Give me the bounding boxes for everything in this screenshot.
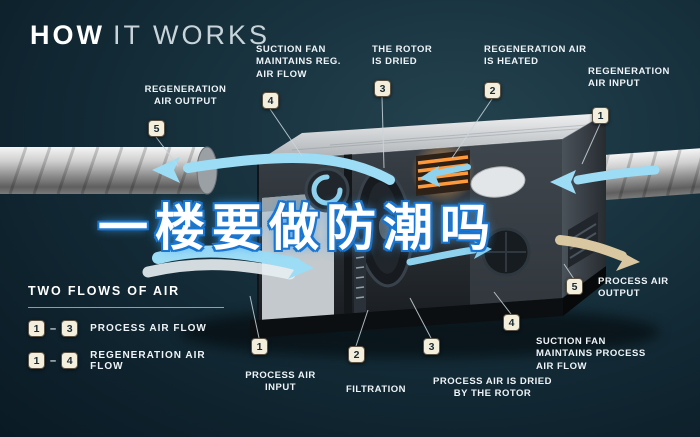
process-input-arrow-back	[142, 259, 296, 280]
title-bold: HOW	[30, 20, 105, 50]
machine-interior	[262, 139, 562, 320]
callout-badge-2-bottom: 2	[348, 346, 365, 363]
callout-badge-3-bottom: 3	[423, 338, 440, 355]
overlay-caption: 一楼要做防潮吗	[98, 200, 497, 256]
callout-badge-4-top: 4	[262, 92, 279, 109]
callout-label-process-air-output: PROCESS AIR OUTPUT	[598, 276, 669, 300]
callout-badge-5-bottom: 5	[566, 278, 583, 295]
legend-divider	[28, 307, 224, 308]
legend-badge-start-1: 1	[28, 320, 45, 337]
callout-label-regeneration-air-heated: REGENERATION AIR IS HEATED	[484, 44, 587, 68]
rotor-to-fan-arrow	[406, 246, 478, 266]
callout-badge-2-top: 2	[484, 82, 501, 99]
process-input-arrow	[152, 245, 302, 270]
legend-row-process-air-flow: 1 – 3 PROCESS AIR FLOW	[28, 320, 233, 337]
legend-label-regeneration-air-flow: REGENERATION AIR FLOW	[90, 349, 206, 372]
legend-title: TWO FLOWS OF AIR	[28, 284, 180, 298]
regeneration-input-arrow	[573, 165, 660, 185]
callout-badge-4-bottom: 4	[503, 314, 520, 331]
callout-label-suction-fan-reg: SUCTION FAN MAINTAINS REG. AIR FLOW	[256, 44, 341, 80]
leader-lines	[155, 96, 601, 347]
legend-dash: –	[50, 354, 57, 367]
callout-badge-1-top: 1	[592, 107, 609, 124]
legend-badge-end-3: 3	[61, 320, 79, 337]
callout-label-regeneration-air-input: REGENERATION AIR INPUT	[588, 66, 670, 90]
heater	[411, 140, 475, 204]
legend-label-process-air-flow: PROCESS AIR FLOW	[90, 323, 207, 334]
callout-label-regeneration-air-output: REGENERATION AIR OUTPUT	[144, 84, 227, 108]
title-regular: IT WORKS	[112, 20, 270, 50]
callout-label-suction-fan-process: SUCTION FAN MAINTAINS PROCESS AIR FLOW	[536, 336, 646, 372]
legend: TWO FLOWS OF AIR 1 – 3 PROCESS AIR FLOW …	[28, 284, 233, 384]
callout-badge-5-top: 5	[148, 120, 165, 137]
callout-label-rotor-dried: THE ROTOR IS DRIED	[372, 44, 433, 68]
legend-badge-end-4: 4	[61, 352, 79, 369]
callout-badge-3-top: 3	[374, 80, 391, 97]
desiccant-rotor	[355, 168, 413, 288]
legend-badge-start-1: 1	[28, 352, 45, 369]
callout-label-filtration: FILTRATION	[345, 384, 407, 395]
airflow-arrows	[142, 153, 660, 280]
legend-dash: –	[50, 322, 57, 335]
fan-housing	[470, 166, 526, 198]
regeneration-output-arrow	[183, 153, 395, 185]
callout-label-process-air-dried: PROCESS AIR IS DRIED BY THE ROTOR	[433, 376, 552, 400]
legend-row-regeneration-air-flow: 1 – 4 REGENERATION AIR FLOW	[28, 349, 233, 372]
process-output-arrow	[555, 235, 627, 261]
callout-badge-1-bottom: 1	[251, 338, 268, 355]
callout-label-process-air-input: PROCESS AIR INPUT	[245, 370, 316, 394]
